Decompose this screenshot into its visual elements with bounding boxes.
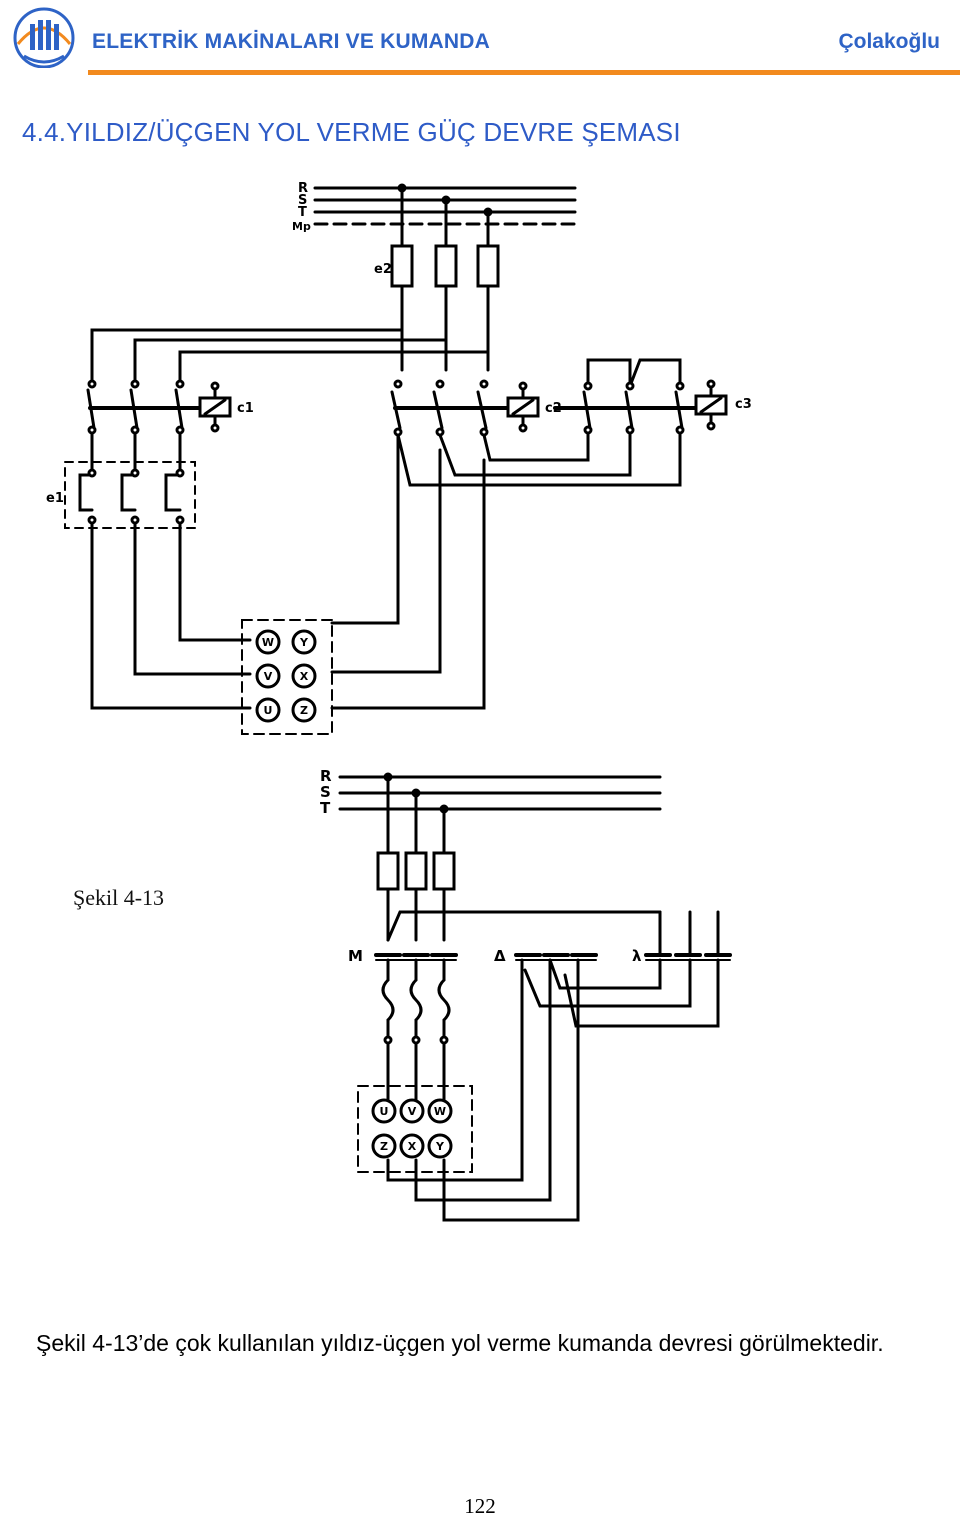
header-title: ELEKTRİK MAKİNALARI VE KUMANDA <box>92 30 490 53</box>
top-line-label-mp: Mp <box>292 220 311 233</box>
contactor-label-star: λ <box>632 947 642 965</box>
header-author: Çolakoğlu <box>838 30 940 53</box>
terminal-w: W <box>262 636 274 649</box>
contactor-label-c3: c3 <box>735 397 752 412</box>
top-line-label-s: S <box>298 193 307 208</box>
page-header: ELEKTRİK MAKİNALARI VE KUMANDA Çolakoğlu <box>0 0 960 80</box>
bottom-line-label-r: R <box>320 767 332 785</box>
top-line-label-t: T <box>298 205 307 220</box>
contactor-label-c1: c1 <box>237 401 254 416</box>
terminal-v-bottom: V <box>408 1105 417 1118</box>
top-diagram <box>64 183 728 735</box>
bottom-line-label-t: T <box>320 799 331 817</box>
body-paragraph: Şekil 4-13’de çok kullanılan yıldız-üçge… <box>36 1330 884 1356</box>
fuse-label: e2 <box>374 262 392 277</box>
header-divider <box>88 70 960 75</box>
contactor-label-m: M <box>348 947 363 965</box>
figure-caption: Şekil 4-13 <box>73 885 165 910</box>
terminal-v: V <box>264 670 273 683</box>
terminal-z-bottom: Z <box>380 1140 388 1153</box>
terminal-x-bottom: X <box>408 1140 417 1153</box>
bottom-diagram <box>338 772 732 1222</box>
contactor-label-delta: Δ <box>494 947 506 965</box>
relay-label: e1 <box>46 491 64 506</box>
terminal-z: Z <box>300 704 308 717</box>
contactor-label-c2: c2 <box>545 401 562 416</box>
top-line-label-r: R <box>298 181 308 196</box>
university-logo <box>13 7 75 68</box>
star-delta-circuit-diagrams: R S T Mp e2 c1 c2 c3 e1 W Y V X U Z R S … <box>46 181 752 1222</box>
terminal-y-bottom: Y <box>435 1140 445 1153</box>
terminal-x: X <box>300 670 309 683</box>
terminal-u-bottom: U <box>380 1105 389 1118</box>
terminal-y: Y <box>299 636 309 649</box>
section-title: 4.4.YILDIZ/ÜÇGEN YOL VERME GÜÇ DEVRE ŞEM… <box>22 117 681 147</box>
page-number: 122 <box>464 1494 496 1518</box>
terminal-u: U <box>264 704 273 717</box>
bottom-line-label-s: S <box>320 783 331 801</box>
terminal-w-bottom: W <box>434 1105 446 1118</box>
